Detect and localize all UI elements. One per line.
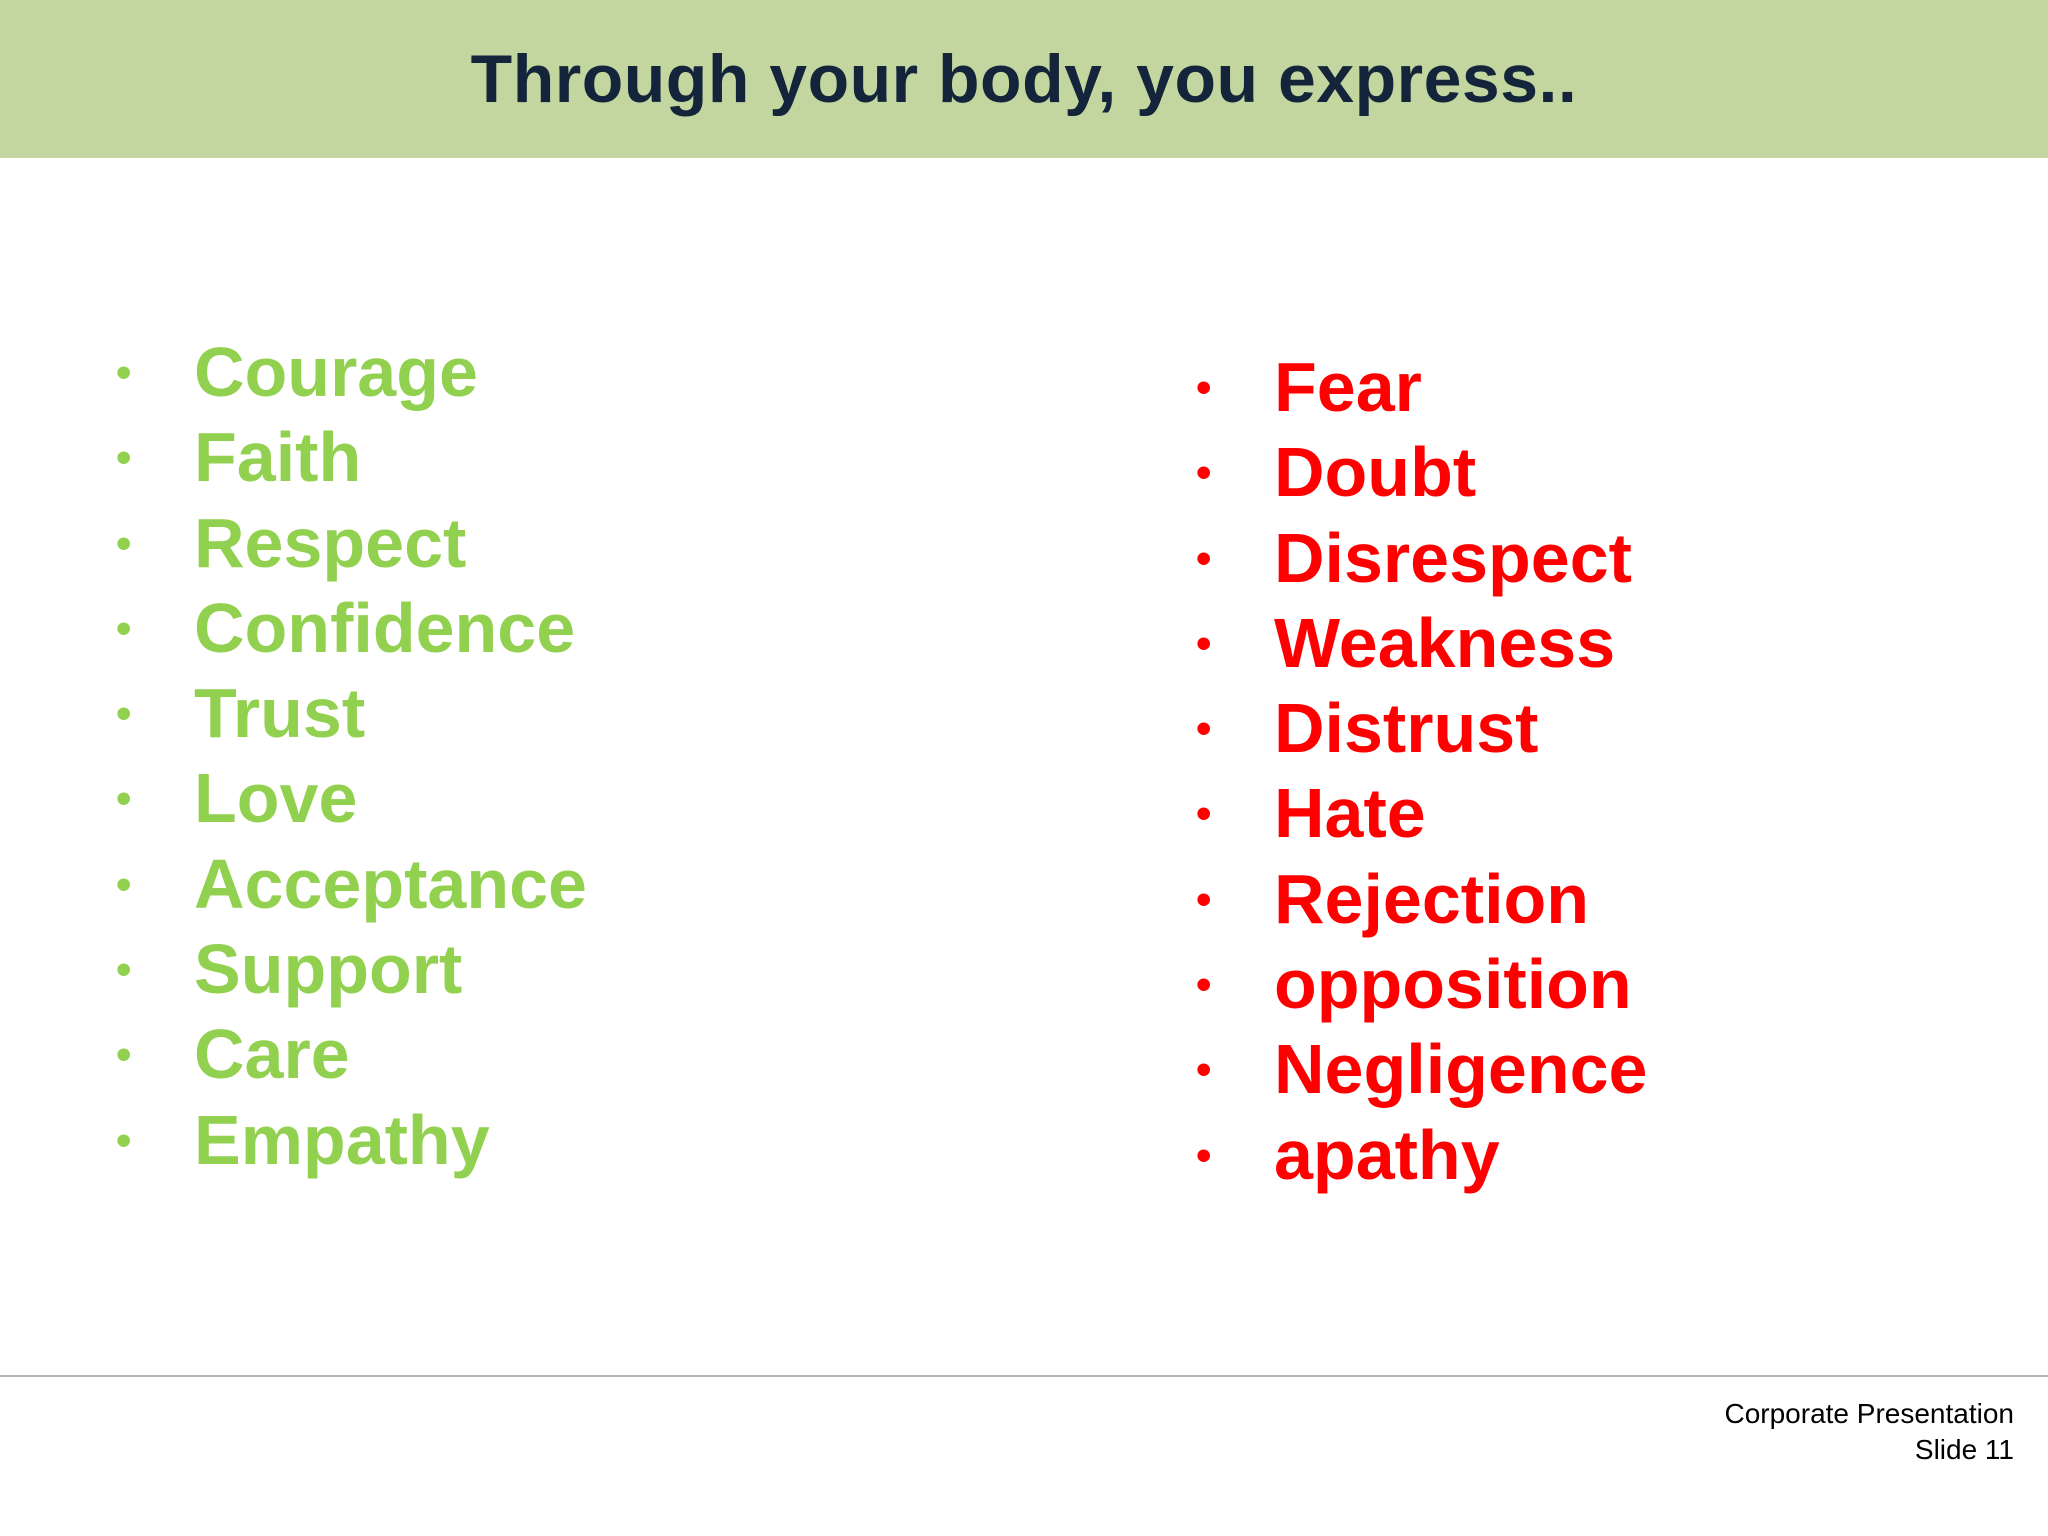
positive-item-label: Respect xyxy=(194,503,467,582)
negative-item-label: Weakness xyxy=(1274,603,1616,682)
bullet-icon: • xyxy=(1196,960,1212,1010)
bullet-icon: • xyxy=(116,774,132,824)
bullet-icon: • xyxy=(116,1115,132,1165)
bullet-icon: • xyxy=(1196,1130,1212,1180)
bullet-icon: • xyxy=(116,518,132,568)
list-item: • Trust xyxy=(116,671,1016,756)
bullet-icon: • xyxy=(116,433,132,483)
negative-list: • Fear • Doubt • Disrespect • Weakness • Dist… xyxy=(1196,345,2016,1198)
list-item: • Support xyxy=(116,927,1016,1012)
negative-item-label: Disrespect xyxy=(1274,518,1632,597)
list-item: • Weakness xyxy=(1196,601,2016,686)
bullet-icon: • xyxy=(1196,874,1212,924)
bullet-icon: • xyxy=(116,689,132,739)
title-bar: Through your body, you express.. xyxy=(0,0,2048,158)
negative-item-label: Doubt xyxy=(1274,433,1477,512)
list-item: • Empathy xyxy=(116,1098,1016,1183)
negative-item-label: Negligence xyxy=(1274,1030,1648,1109)
bullet-icon: • xyxy=(116,348,132,397)
negative-item-label: Rejection xyxy=(1274,859,1590,938)
slide-number: Slide 11 xyxy=(1914,1434,2014,1465)
list-item: • Fear xyxy=(1196,345,2016,430)
positive-item-label: Empathy xyxy=(194,1100,490,1179)
list-item: • Distrust xyxy=(1196,686,2016,771)
bullet-icon: • xyxy=(1196,618,1212,668)
positive-item-label: Confidence xyxy=(194,588,576,667)
list-item: • Disrespect xyxy=(1196,516,2016,601)
bullet-icon: • xyxy=(116,603,132,653)
list-item: • Doubt xyxy=(1196,430,2016,515)
bullet-icon: • xyxy=(116,1030,132,1080)
positive-item-label: Support xyxy=(194,930,463,1009)
list-item: • Confidence xyxy=(116,586,1016,671)
bullet-icon: • xyxy=(1196,789,1212,839)
negative-item-label: Hate xyxy=(1274,774,1426,853)
positive-item-label: Care xyxy=(194,1015,350,1094)
negative-item-label: opposition xyxy=(1274,945,1632,1024)
list-item: • Love xyxy=(116,756,1016,841)
list-item: • Acceptance xyxy=(116,842,1016,927)
list-item: • Courage xyxy=(116,330,1016,415)
positive-item-label: Love xyxy=(194,759,358,838)
list-item: • Care xyxy=(116,1012,1016,1097)
bullet-icon: • xyxy=(1196,1045,1212,1095)
bullet-icon: • xyxy=(1196,704,1212,754)
bullet-icon: • xyxy=(1196,533,1212,583)
positive-item-label: Trust xyxy=(194,674,366,753)
list-item: • opposition xyxy=(1196,942,2016,1027)
footer-divider xyxy=(0,1375,2048,1377)
bullet-icon: • xyxy=(1196,363,1212,412)
list-item: • apathy xyxy=(1196,1113,2016,1198)
list-item: • Hate xyxy=(1196,771,2016,856)
negative-item-label: Fear xyxy=(1274,348,1422,426)
slide-footer: Corporate Presentation Slide 11 xyxy=(1724,1396,2014,1468)
bullet-icon: • xyxy=(116,945,132,995)
list-item: • Respect xyxy=(116,501,1016,586)
negative-item-label: apathy xyxy=(1274,1115,1500,1194)
positive-item-label: Courage xyxy=(194,333,478,411)
positive-list: • Courage • Faith • Respect • Confidence • Tr… xyxy=(116,330,1016,1183)
negative-item-label: Distrust xyxy=(1274,689,1539,768)
bullet-icon: • xyxy=(1196,448,1212,498)
list-item: • Faith xyxy=(116,415,1016,500)
positive-item-label: Acceptance xyxy=(194,844,587,923)
positive-item-label: Faith xyxy=(194,418,362,497)
presentation-name: Corporate Presentation xyxy=(1724,1398,2014,1429)
list-item: • Negligence xyxy=(1196,1027,2016,1112)
bullet-icon: • xyxy=(116,859,132,909)
slide-title: Through your body, you express.. xyxy=(470,41,1578,117)
list-item: • Rejection xyxy=(1196,857,2016,942)
